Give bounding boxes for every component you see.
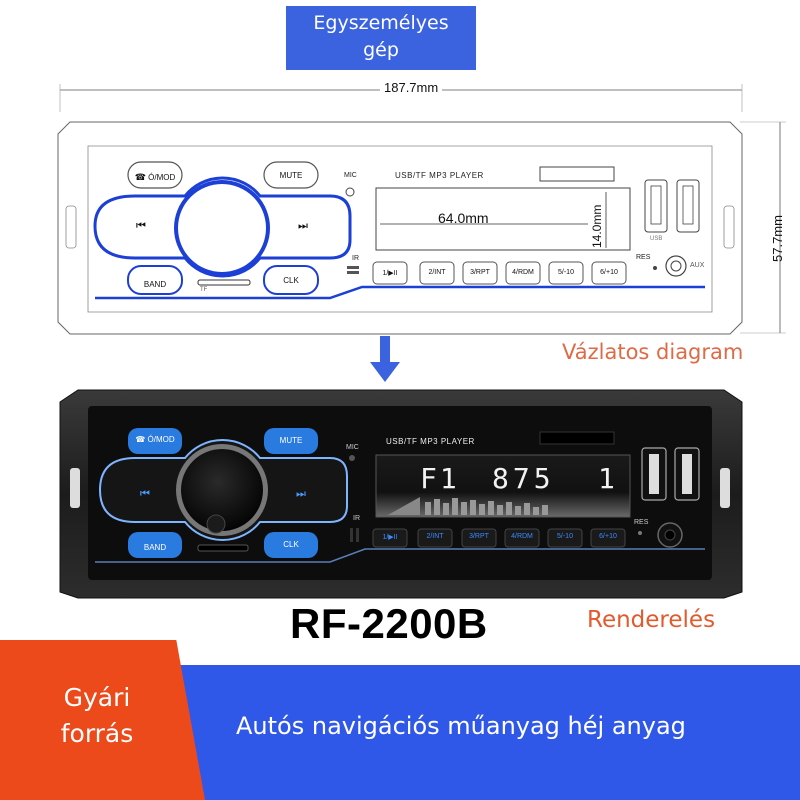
render-preset-6: 6/+10 — [599, 533, 617, 540]
render-preset-buttons — [372, 528, 626, 548]
render-clk-button — [264, 532, 318, 558]
factory-line-2: forrás — [60, 719, 134, 748]
preset-buttons-sketch — [372, 261, 627, 285]
phone-icon: ☎ — [135, 435, 146, 444]
sketch-band-label: BAND — [143, 280, 167, 289]
render-clk-label: CLK — [283, 540, 299, 549]
mute-button-shape — [263, 161, 319, 189]
render-right-clip — [720, 468, 730, 508]
schematic-diagram — [57, 84, 786, 335]
display-band: F1 — [420, 462, 460, 495]
render-mod-button — [128, 428, 182, 454]
next-track-icon: ⏭ — [298, 220, 308, 232]
render-knob — [181, 449, 263, 531]
render-mod-label: ☎ Ó/MOD — [135, 435, 175, 444]
rendered-unit: ⏮ ⏭ — [59, 389, 743, 599]
screen-height-label: 14.0mm — [590, 204, 604, 248]
control-cluster-outline — [93, 176, 352, 278]
title-line-1: Egyszemélyes — [313, 12, 449, 34]
screen-width-label: 64.0mm — [438, 210, 489, 226]
render-band-label: BAND — [143, 543, 167, 552]
model-name: RF-2200B — [290, 600, 488, 647]
height-dimension-label: 57.7mm — [770, 215, 785, 262]
sketch-aux-label: AUX — [690, 262, 705, 269]
band-button-shape — [127, 265, 183, 295]
width-dimension-label: 187.7mm — [380, 80, 443, 95]
sketch-preset-2: 2/INT — [428, 269, 446, 276]
title-badge: Egyszemélyes gép — [286, 6, 476, 70]
render-brand-text: USB/TF MP3 PLAYER — [386, 437, 475, 446]
volume-knob — [174, 180, 270, 276]
usb-port-1 — [644, 179, 668, 233]
sketch-mic-label: MIC — [344, 172, 357, 179]
sketch-clk-label: CLK — [283, 276, 299, 285]
front-baseline — [95, 285, 705, 300]
usb-port-2 — [676, 179, 700, 233]
sketch-preset-4: 4/RDM — [512, 269, 534, 276]
diagram-caption: Vázlatos diagram — [562, 340, 744, 364]
render-left-clip — [70, 468, 80, 508]
sketch-preset-6: 6/+10 — [600, 269, 618, 276]
mic-hole — [345, 187, 355, 197]
render-ir-label: IR — [353, 515, 360, 522]
reset-hole — [653, 266, 657, 270]
display-preset: 1 — [598, 462, 615, 495]
mod-button-shape — [127, 161, 183, 189]
render-mute-button — [264, 428, 318, 454]
sketch-preset-3: 3/RPT — [470, 269, 490, 276]
render-preset-2: 2/INT — [426, 533, 444, 540]
render-preset-5: 5/-10 — [557, 533, 573, 540]
screen-outline — [375, 187, 631, 251]
render-preset-3: 3/RPT — [469, 533, 489, 540]
sketch-mod-label: ☎ Ó/MOD — [134, 172, 176, 182]
factory-banner — [0, 640, 205, 800]
sketch-brand-text: USB/TF MP3 PLAYER — [395, 171, 484, 180]
sketch-mute-label: MUTE — [279, 171, 303, 180]
render-caption: Renderelés — [587, 607, 716, 633]
phone-icon: ☎ — [134, 172, 146, 182]
sketch-preset-5: 5/-10 — [558, 269, 574, 276]
render-preset-1: 1/▶II — [382, 534, 398, 541]
factory-source-text: Gyári forrás — [22, 680, 172, 752]
prev-track-icon: ⏮ — [136, 220, 146, 232]
svg-text:⏭: ⏭ — [296, 488, 306, 500]
down-arrow-icon — [370, 336, 400, 382]
svg-text:⏮: ⏮ — [140, 488, 150, 500]
material-text: Autós navigációs műanyag héj anyag — [236, 712, 686, 740]
tf-slot — [197, 279, 251, 286]
render-band-button — [128, 532, 182, 558]
left-clip — [65, 205, 77, 249]
factory-line-1: Gyári — [63, 683, 131, 712]
render-res-label: RES — [634, 519, 649, 526]
sketch-ir-label: IR — [352, 255, 359, 262]
render-preset-4: 4/RDM — [511, 533, 533, 540]
clk-button-shape — [263, 265, 319, 295]
display-frequency: 875 — [492, 462, 555, 495]
aux-jack — [665, 255, 687, 277]
title-line-2: gép — [363, 39, 399, 61]
render-mic-label: MIC — [346, 444, 359, 451]
render-mute-label: MUTE — [279, 436, 303, 445]
right-clip — [723, 205, 735, 249]
card-slot — [539, 166, 615, 182]
sketch-usb-label: USB — [650, 236, 663, 242]
sketch-tf-label: TF — [200, 287, 208, 293]
sketch-res-label: RES — [636, 254, 651, 261]
sketch-preset-1: 1/▶II — [382, 270, 398, 277]
